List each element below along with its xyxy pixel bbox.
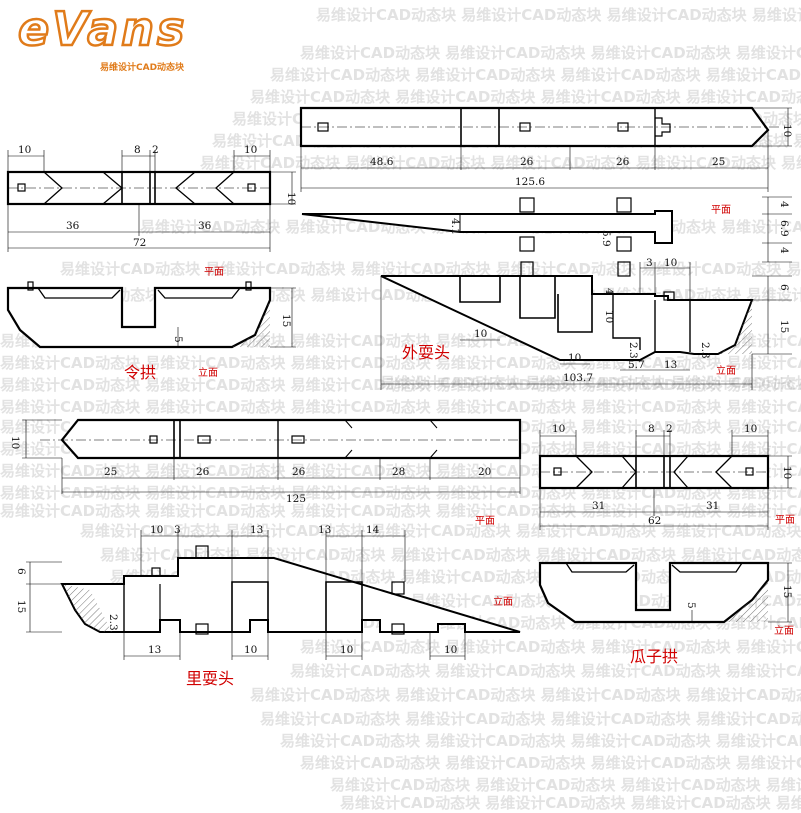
logo-subtitle: 易维设计CAD动态块 (100, 63, 185, 73)
dim-label: 10 (781, 124, 793, 137)
lishuatou-plan (22, 418, 522, 494)
dim-label: 4.1 (449, 218, 461, 235)
dim-label: 10 (244, 644, 257, 656)
dim-label: 5.9 (600, 230, 612, 247)
waishuatou-plan (299, 106, 792, 192)
guazigong-title: 瓜子拱 (630, 647, 678, 666)
logo-text: eVans (17, 1, 188, 58)
elevation-label: 立面 (716, 364, 736, 377)
waishuatou-top-strip (301, 196, 792, 263)
dim-label: 4 (603, 288, 615, 295)
lishuatou-elevation (26, 530, 521, 660)
dim-label: 13 (250, 524, 263, 536)
dim-label: 6.9 (778, 220, 790, 237)
dim-label: 31 (706, 500, 719, 512)
dim-label: 5.7 (628, 359, 645, 371)
plan-label: 平面 (475, 516, 495, 527)
dim-label: 15 (781, 585, 793, 598)
dim-label: 48.6 (370, 156, 394, 168)
elevation-label: 立面 (774, 624, 794, 637)
dim-label: 10 (744, 423, 757, 435)
dim-label: 125.6 (515, 176, 545, 188)
dim-label: 26 (520, 156, 534, 168)
dim-label: 15 (280, 314, 292, 327)
dim-label: 15 (778, 320, 790, 333)
dim-label: 72 (133, 237, 146, 249)
dim-label: 26 (196, 466, 210, 478)
dim-label: 103.7 (563, 372, 593, 384)
guazigong-elevation (538, 561, 792, 624)
dim-label: 2 (152, 144, 159, 156)
dim-label: 5 (685, 602, 697, 609)
dim-label: 10 (664, 257, 677, 269)
dim-label: 14 (366, 524, 380, 536)
dim-label: 4 (778, 247, 790, 254)
dim-label: 36 (66, 220, 80, 232)
dim-label: 3 (646, 257, 653, 269)
dim-label: 2 (666, 423, 673, 435)
elevation-label: 立面 (198, 366, 218, 379)
waishuatou-title: 外耍头 (402, 343, 450, 362)
dim-label: 10 (18, 144, 31, 156)
dim-label: 20 (478, 466, 491, 478)
guazigong-plan (538, 430, 792, 530)
waishuatou-elevation (380, 261, 792, 390)
plan-label: 平面 (711, 205, 731, 216)
dim-label: 13 (664, 359, 677, 371)
dim-label: 10 (474, 328, 487, 340)
linggong-elevation (6, 281, 296, 349)
dim-label: 10 (444, 644, 457, 656)
dim-label: 28 (392, 466, 405, 478)
dim-label: 10 (552, 423, 565, 435)
dim-label: 10 (150, 524, 163, 536)
dim-label: 62 (648, 515, 661, 527)
dim-label: 26 (292, 466, 306, 478)
linggong-title: 令拱 (124, 363, 156, 382)
dim-label: 3 (174, 524, 181, 536)
dim-label: 10 (340, 644, 353, 656)
dim-label: 36 (198, 220, 212, 232)
dim-label: 25 (104, 466, 117, 478)
dim-label: 10 (244, 144, 257, 156)
dim-label: 6 (778, 284, 790, 291)
dim-label: 4 (778, 201, 790, 208)
dim-label: 125 (286, 493, 306, 505)
dim-label: 10 (781, 466, 793, 479)
dim-label: 31 (592, 500, 605, 512)
dim-label: 10 (285, 192, 297, 205)
linggong-plan (6, 150, 296, 252)
dim-label: 13 (148, 644, 161, 656)
dim-label: 10 (568, 352, 581, 364)
dim-label: 10 (9, 436, 21, 449)
dim-label: 13 (318, 524, 331, 536)
lishuatou-title: 里耍头 (186, 669, 234, 688)
dim-label: 10 (603, 310, 615, 323)
dim-label: 15 (15, 600, 27, 613)
dim-label: 6 (15, 568, 27, 575)
plan-label: 平面 (775, 515, 795, 526)
dim-label: 2.3 (699, 342, 711, 359)
dim-label: 5 (172, 336, 184, 343)
elevation-label: 立面 (493, 595, 513, 608)
dim-label: 8 (648, 423, 655, 435)
dim-label: 8 (134, 144, 141, 156)
dim-label: 2.3 (107, 614, 119, 631)
dim-label: 26 (616, 156, 630, 168)
dim-label: 25 (712, 156, 725, 168)
dim-label: 2.3 (627, 342, 639, 359)
plan-label: 平面 (204, 267, 224, 278)
evans-logo: eVans 易维设计CAD动态块 (17, 1, 218, 74)
